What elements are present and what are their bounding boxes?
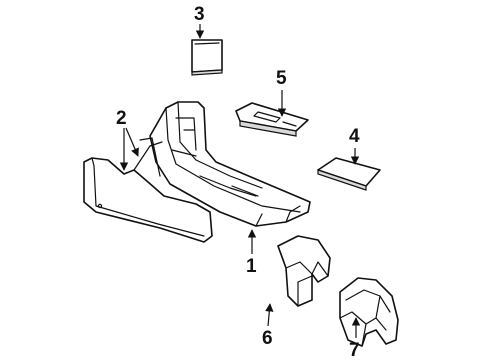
svg-text:3: 3	[194, 4, 205, 25]
svg-text:7: 7	[349, 340, 360, 360]
part-7-end-cap	[339, 277, 399, 347]
svg-text:5: 5	[276, 68, 287, 89]
part-4-lid	[317, 157, 381, 191]
svg-text:6: 6	[262, 328, 273, 349]
part-2-side-panel	[83, 137, 213, 243]
part-6-cover	[277, 235, 331, 307]
part-5-tray	[235, 102, 309, 137]
callout-4: 4	[349, 126, 360, 165]
callout-3: 3	[194, 4, 205, 39]
svg-text:1: 1	[246, 256, 257, 277]
svg-text:2: 2	[116, 108, 127, 129]
callout-5: 5	[276, 68, 287, 117]
part-3-pad	[191, 39, 223, 76]
part-1-console	[149, 101, 311, 227]
callout-6: 6	[262, 303, 274, 349]
callout-7: 7	[349, 317, 361, 360]
callout-1: 1	[246, 229, 257, 277]
callout-2: 2	[116, 108, 139, 171]
svg-text:4: 4	[349, 126, 360, 147]
